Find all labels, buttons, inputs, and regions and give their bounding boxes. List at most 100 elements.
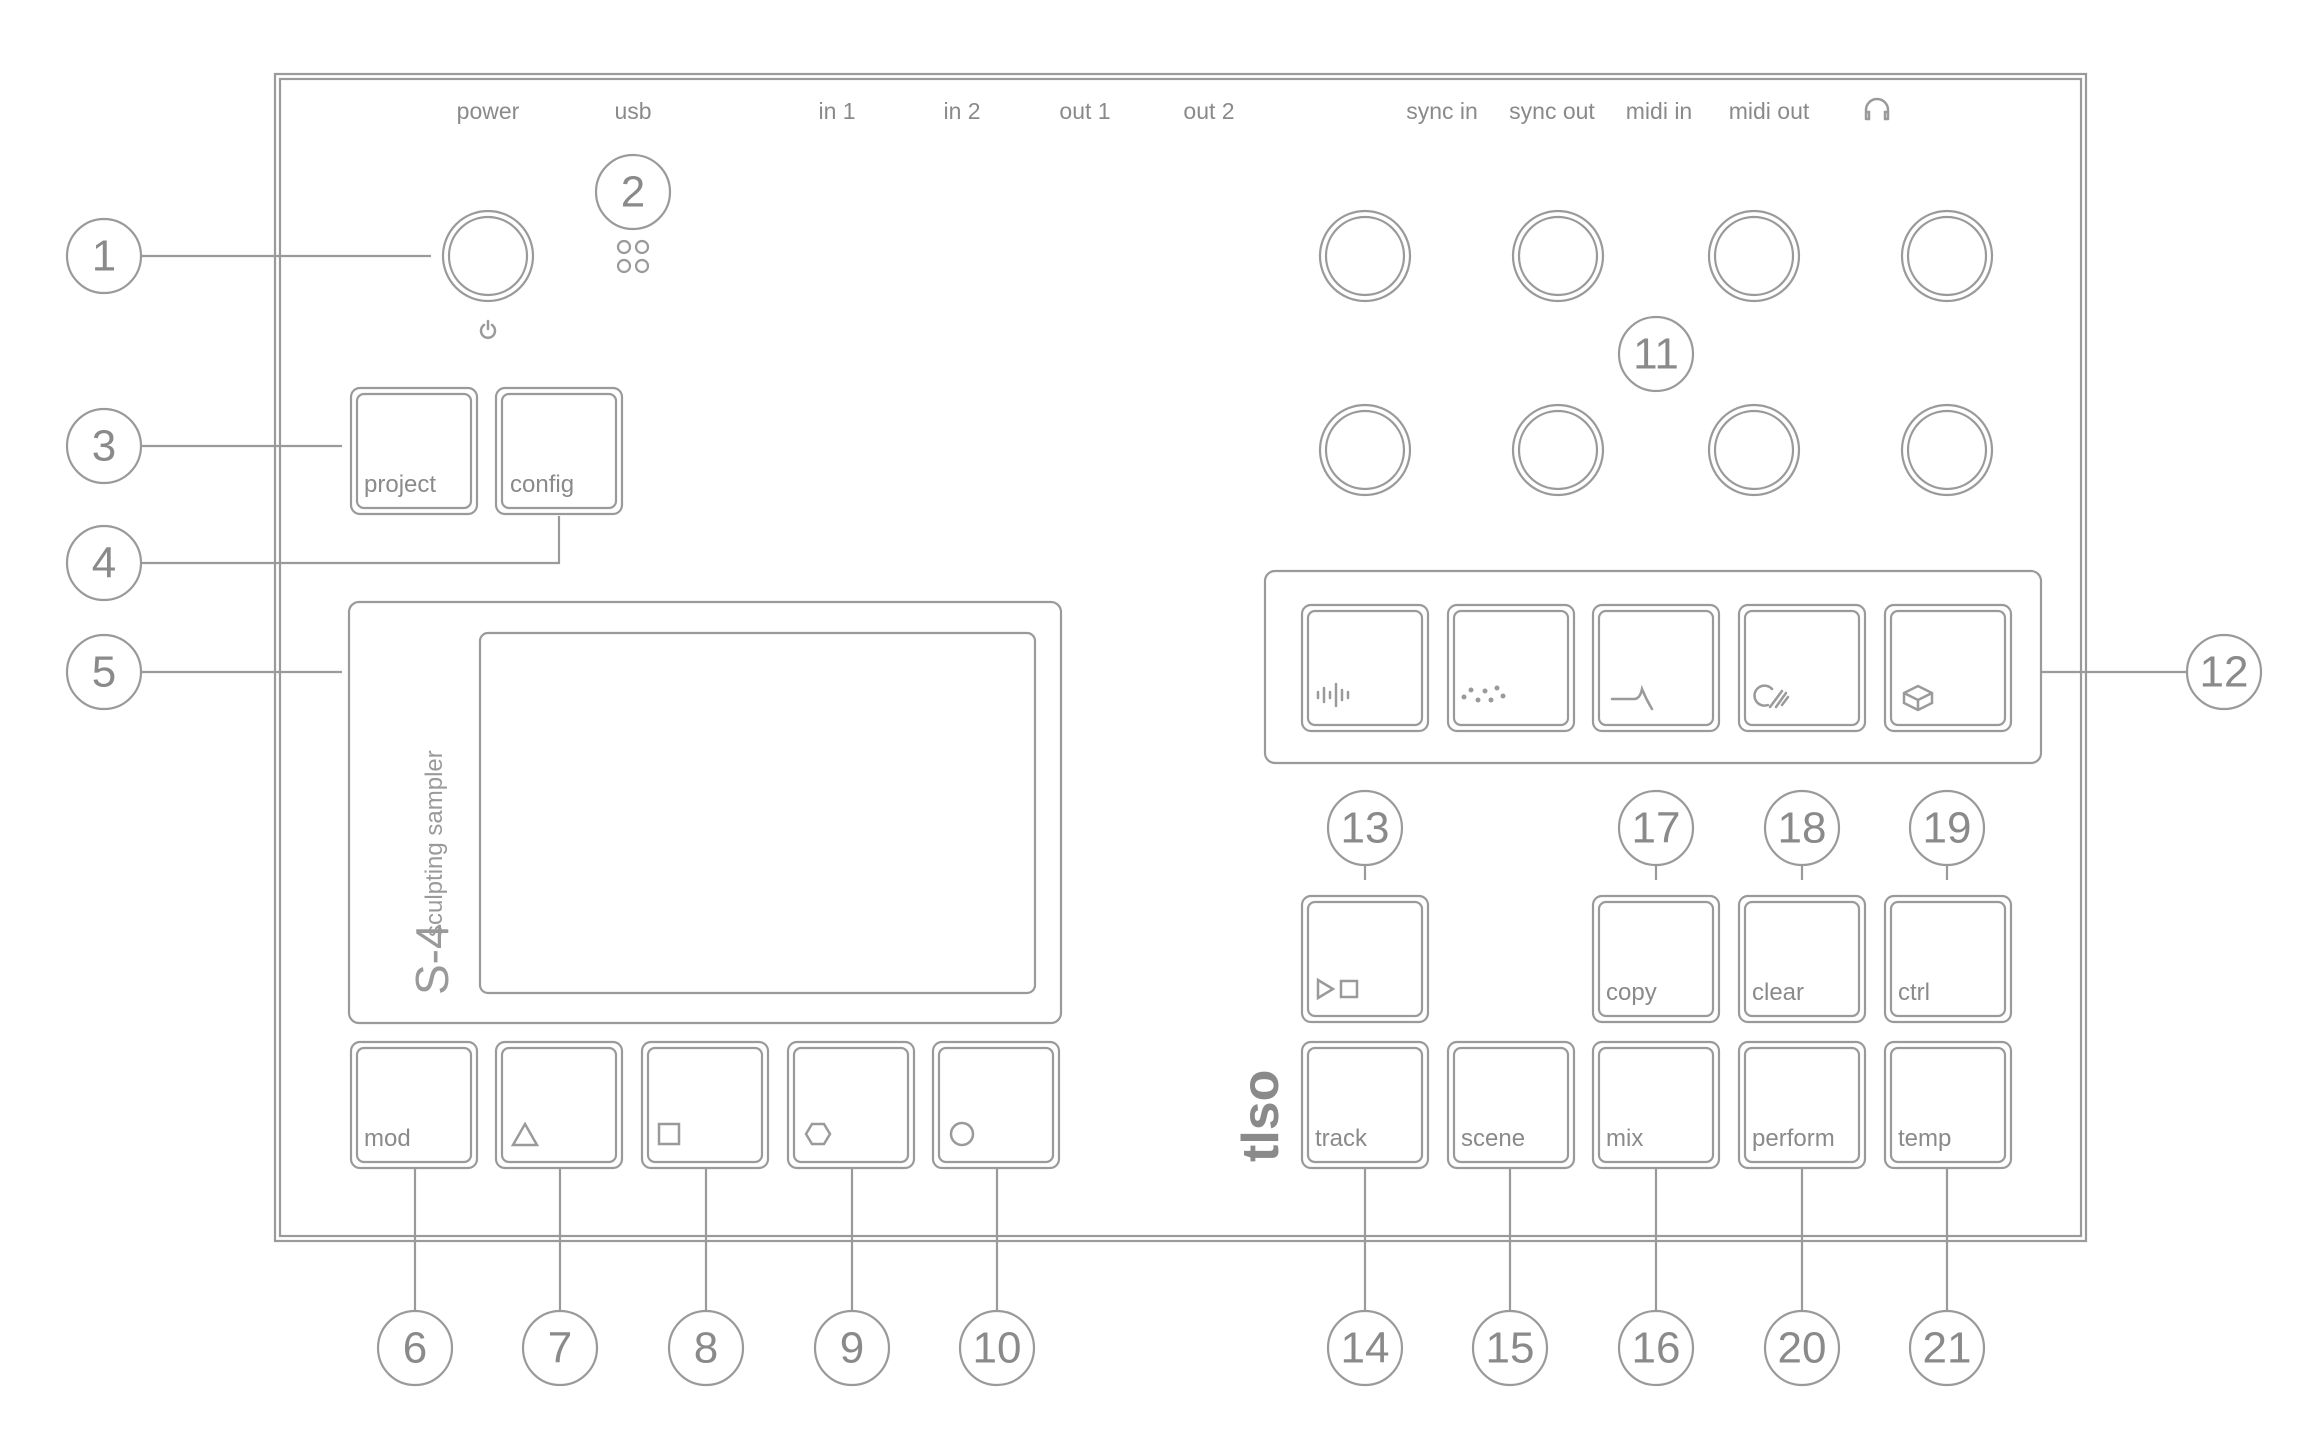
knob[interactable]: [1900, 403, 1994, 497]
mod-button[interactable]: mod: [349, 1040, 479, 1170]
callout-18: 18: [1763, 789, 1841, 867]
config-label: config: [510, 471, 574, 498]
circle-icon: [949, 1121, 975, 1147]
svg-text:17: 17: [1632, 804, 1681, 853]
scene-button[interactable]: scene: [1446, 1040, 1576, 1170]
model-name: S-4: [406, 923, 458, 995]
play-stop-button[interactable]: [1300, 894, 1430, 1024]
callout-1: 1: [65, 217, 143, 295]
play-icon: [1316, 977, 1336, 1001]
circle-button[interactable]: [931, 1040, 1061, 1170]
project-button[interactable]: project: [349, 386, 479, 516]
port-sync-out: sync out: [1509, 98, 1595, 124]
callout-13: 13: [1326, 789, 1404, 867]
project-label: project: [364, 471, 436, 498]
callout-8: 8: [667, 1309, 745, 1387]
port-usb: usb: [614, 98, 651, 124]
cube-icon: [1902, 684, 1934, 712]
svg-text:21: 21: [1923, 1324, 1972, 1373]
callout-lines: [141, 254, 2187, 1311]
temp-button[interactable]: temp: [1883, 1040, 2013, 1170]
power-knob[interactable]: [441, 209, 535, 303]
filter-curve-icon: [1610, 684, 1654, 711]
config-button[interactable]: config: [494, 386, 624, 516]
svg-text:2: 2: [621, 168, 645, 217]
encoder-knobs: [1318, 209, 1994, 497]
callout-3: 3: [65, 407, 143, 485]
callout-5: 5: [65, 633, 143, 711]
ctrl-label: ctrl: [1898, 979, 1930, 1006]
knob[interactable]: [1707, 403, 1801, 497]
perform-button[interactable]: perform: [1737, 1040, 1867, 1170]
knob[interactable]: [1318, 209, 1412, 303]
callout-17: 17: [1617, 789, 1695, 867]
svg-text:18: 18: [1778, 804, 1827, 853]
display-screen: [478, 631, 1037, 995]
svg-text:15: 15: [1486, 1324, 1535, 1373]
usb-indicator-icon: [616, 239, 650, 274]
hexagon-icon: [804, 1122, 832, 1146]
mix-label: mix: [1606, 1125, 1643, 1152]
callout-12: 12: [2185, 633, 2263, 711]
knob[interactable]: [1318, 403, 1412, 497]
hexagon-button[interactable]: [786, 1040, 916, 1170]
mode-effect-button[interactable]: [1737, 603, 1867, 733]
svg-text:13: 13: [1341, 804, 1390, 853]
square-button[interactable]: [640, 1040, 770, 1170]
dots-icon: [1461, 685, 1506, 703]
mode-granular-button[interactable]: [1446, 603, 1576, 733]
svg-text:20: 20: [1778, 1324, 1827, 1373]
mod-label: mod: [364, 1125, 411, 1152]
svg-text:5: 5: [92, 648, 116, 697]
callout-6: 6: [376, 1309, 454, 1387]
effect-icon: [1753, 684, 1790, 709]
port-midi-out: midi out: [1729, 98, 1810, 124]
port-power: power: [457, 98, 520, 124]
callout-14: 14: [1326, 1309, 1404, 1387]
svg-text:11: 11: [1633, 330, 1679, 379]
mode-filter-button[interactable]: [1591, 603, 1721, 733]
square-icon: [657, 1122, 681, 1146]
svg-text:9: 9: [840, 1324, 864, 1373]
perform-label: perform: [1752, 1125, 1835, 1152]
model-subtitle: sculpting sampler: [421, 750, 448, 937]
knob[interactable]: [1511, 403, 1605, 497]
callouts: 1 2 3 4 5 6 7 8 9 10 11 12 13 14 15 16 1…: [65, 153, 2263, 1387]
svg-text:6: 6: [403, 1324, 427, 1373]
mix-button[interactable]: mix: [1591, 1040, 1721, 1170]
port-in-2: in 2: [943, 98, 980, 124]
callout-11: 11: [1617, 315, 1695, 393]
callout-2: 2: [594, 153, 672, 231]
triangle-button[interactable]: [494, 1040, 624, 1170]
copy-button[interactable]: copy: [1591, 894, 1721, 1024]
mode-sample-button[interactable]: [1300, 603, 1430, 733]
knob[interactable]: [1707, 209, 1801, 303]
ctrl-button[interactable]: ctrl: [1883, 894, 2013, 1024]
clear-button[interactable]: clear: [1737, 894, 1867, 1024]
screen-bezel: [347, 600, 1063, 1025]
port-sync-in: sync in: [1406, 98, 1478, 124]
port-out-2: out 2: [1183, 98, 1234, 124]
device-body-inner: [278, 77, 2083, 1238]
callout-9: 9: [813, 1309, 891, 1387]
port-in-1: in 1: [818, 98, 855, 124]
track-button[interactable]: track: [1300, 1040, 1430, 1170]
copy-label: copy: [1606, 979, 1657, 1006]
callout-16: 16: [1617, 1309, 1695, 1387]
knob[interactable]: [1511, 209, 1605, 303]
knob[interactable]: [1900, 209, 1994, 303]
brand-logo: tlso: [1232, 1070, 1290, 1162]
svg-text:8: 8: [694, 1324, 718, 1373]
temp-label: temp: [1898, 1125, 1951, 1152]
svg-text:16: 16: [1632, 1324, 1681, 1373]
svg-text:3: 3: [92, 422, 116, 471]
svg-text:1: 1: [92, 232, 116, 281]
callout-19: 19: [1908, 789, 1986, 867]
mode-cube-button[interactable]: [1883, 603, 2013, 733]
device-body: [273, 72, 2088, 1243]
svg-text:7: 7: [548, 1324, 572, 1373]
callout-7: 7: [521, 1309, 599, 1387]
waveform-icon: [1316, 682, 1350, 708]
svg-text:4: 4: [92, 539, 116, 588]
